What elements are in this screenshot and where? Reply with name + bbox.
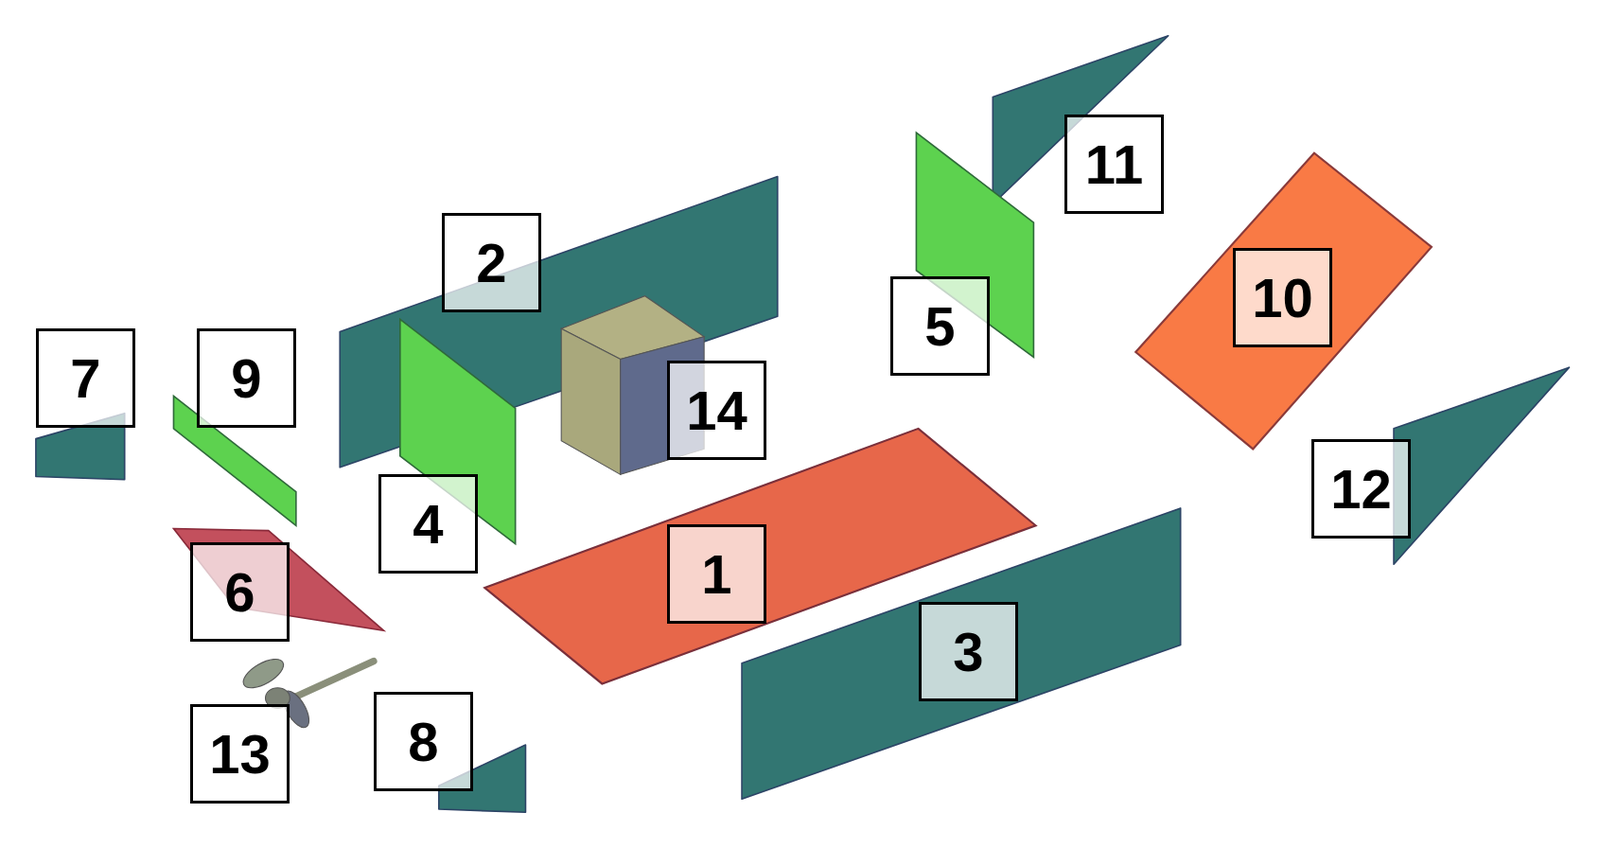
callout-box: 11	[1064, 114, 1164, 214]
callout-box: 3	[918, 601, 1019, 702]
callout-box: 14	[667, 360, 767, 460]
callout-box: 8	[373, 691, 474, 792]
callout-box: 12	[1311, 439, 1411, 539]
callout-box: 13	[190, 703, 290, 804]
callout-number: 5	[924, 298, 955, 354]
callout-number: 14	[685, 383, 748, 439]
callout-box: 9	[196, 328, 297, 428]
callout-box: 1	[667, 524, 767, 624]
callout-box: 7	[35, 328, 136, 428]
callout-box: 5	[890, 276, 990, 376]
callout-number: 7	[70, 351, 101, 406]
callout-number: 2	[475, 235, 507, 291]
callout-number: 11	[1085, 137, 1143, 193]
callout-number: 12	[1330, 461, 1392, 517]
callout-number: 3	[952, 624, 984, 680]
callout-box: 10	[1232, 247, 1333, 348]
callout-number: 8	[407, 714, 439, 770]
callout-number: 10	[1251, 270, 1314, 326]
plate	[1135, 153, 1432, 450]
callout-box: 6	[190, 542, 290, 642]
callout-box: 2	[441, 212, 542, 313]
callout-number: 1	[701, 546, 732, 602]
triangle-panel	[1393, 367, 1569, 564]
callout-box: 4	[378, 474, 478, 574]
callout-number: 4	[412, 496, 443, 552]
callout-number: 13	[209, 726, 271, 782]
callout-number: 9	[230, 351, 262, 406]
callout-number: 6	[224, 564, 255, 620]
